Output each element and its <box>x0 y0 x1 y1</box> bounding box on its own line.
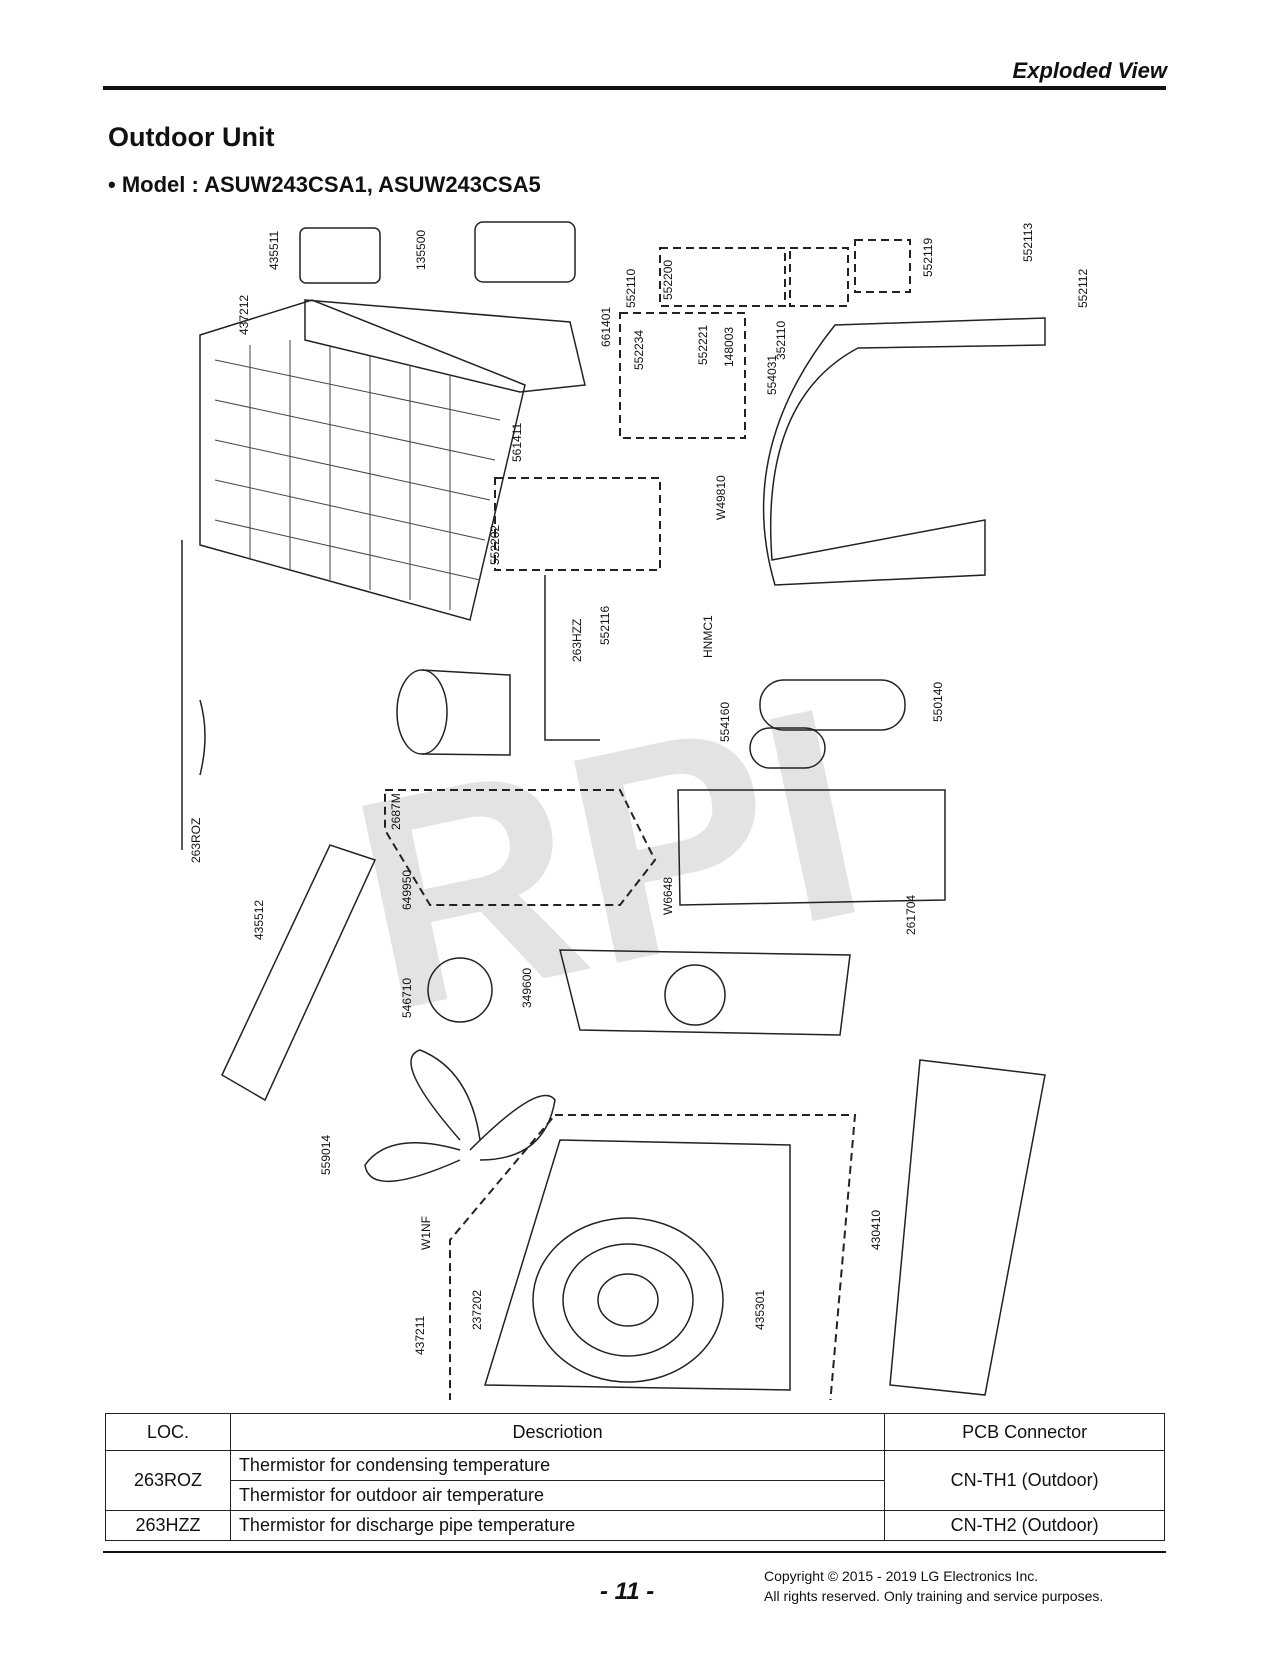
table-header-row: LOC. Descriotion PCB Connector <box>105 1413 1165 1451</box>
copyright: Copyright © 2015 - 2019 LG Electronics I… <box>764 1566 1103 1606</box>
svg-text:550140: 550140 <box>931 682 945 722</box>
propeller-fan <box>364 1049 556 1183</box>
motor-bracket <box>559 949 851 1036</box>
exploded-view-diagram: RPI <box>181 221 1090 1400</box>
row-connector: CN-TH1 (Outdoor) <box>884 1450 1165 1511</box>
svg-text:430410: 430410 <box>869 1210 883 1250</box>
thermistor-wire-263roz <box>199 699 206 776</box>
section-title: Outdoor Unit <box>108 122 275 152</box>
svg-text:552116: 552116 <box>598 606 612 645</box>
svg-text:237202: 237202 <box>470 1290 484 1330</box>
svg-text:349600: 349600 <box>520 968 534 1008</box>
small-cover <box>299 227 381 284</box>
svg-text:263HZZ: 263HZZ <box>570 619 584 662</box>
svg-text:554031: 554031 <box>765 355 779 395</box>
svg-text:HNMC1: HNMC1 <box>701 615 715 658</box>
row-connector: CN-TH2 (Outdoor) <box>884 1510 1165 1541</box>
sensor-group-box <box>619 312 746 439</box>
svg-text:554160: 554160 <box>718 702 732 742</box>
svg-text:437211: 437211 <box>413 1316 427 1355</box>
svg-text:661401: 661401 <box>599 307 613 347</box>
svg-text:435512: 435512 <box>252 900 266 940</box>
row-description: Thermistor for outdoor air temperature <box>229 1480 886 1511</box>
svg-text:435511: 435511 <box>267 231 281 270</box>
svg-text:552200: 552200 <box>661 260 675 300</box>
row-loc: 263ROZ <box>105 1450 231 1511</box>
copyright-line-1: Copyright © 2015 - 2019 LG Electronics I… <box>764 1568 1039 1584</box>
svg-text:263ROZ: 263ROZ <box>189 818 203 863</box>
svg-text:559014: 559014 <box>319 1135 333 1175</box>
svg-text:561411: 561411 <box>510 423 524 462</box>
header-title: Exploded View <box>1012 58 1167 83</box>
top-cover <box>304 299 586 393</box>
col-pcb-connector: PCB Connector <box>884 1413 1165 1451</box>
page-number: - 11 - <box>600 1578 655 1605</box>
base-cover-box <box>449 1114 857 1400</box>
chassis-panel <box>677 789 946 906</box>
pcb-group-box <box>384 789 657 906</box>
fan-guard <box>532 1217 724 1383</box>
svg-text:352110: 352110 <box>774 321 788 360</box>
row-loc: 263HZZ <box>105 1510 231 1541</box>
svg-text:W1NF: W1NF <box>419 1216 433 1250</box>
fitting-group-box <box>789 247 849 307</box>
condenser-coil <box>762 317 1046 586</box>
copyright-line-2: All rights reserved. Only training and s… <box>764 1588 1104 1604</box>
svg-text:437212: 437212 <box>237 295 251 335</box>
col-loc: LOC. <box>105 1413 231 1451</box>
svg-text:135500: 135500 <box>414 230 428 270</box>
model-line: • Model : ASUW243CSA1, ASUW243CSA5 <box>108 172 541 197</box>
col-description: Descriotion <box>229 1413 886 1451</box>
svg-text:435301: 435301 <box>753 1290 767 1330</box>
thermistor-table: LOC. Descriotion PCB Connector 263ROZ Th… <box>105 1413 1165 1541</box>
side-grille-panel <box>199 299 526 621</box>
svg-text:552202: 552202 <box>488 525 502 565</box>
svg-text:552119: 552119 <box>921 238 935 277</box>
leader-263hzz <box>544 575 600 741</box>
table-row: 263HZZ Thermistor for discharge pipe tem… <box>105 1510 1165 1541</box>
pipe-group-box <box>494 477 661 571</box>
part-labels: 435511 135500 437212 552113 552119 55211… <box>189 223 1090 1355</box>
valve-group-box <box>659 247 786 307</box>
svg-text:261704: 261704 <box>904 895 918 935</box>
svg-text:552234: 552234 <box>632 330 646 370</box>
accumulator <box>749 727 826 769</box>
grille-pattern <box>214 340 501 610</box>
header-rule <box>103 86 1166 90</box>
svg-text:649950: 649950 <box>400 870 414 910</box>
svg-text:552221: 552221 <box>696 325 710 365</box>
svg-text:552113: 552113 <box>1021 223 1035 262</box>
fan-motor <box>427 957 493 1023</box>
svg-text:2687M: 2687M <box>389 793 403 830</box>
control-cover <box>474 221 576 283</box>
footer-rule <box>103 1551 1166 1553</box>
row-description: Thermistor for condensing temperature <box>229 1450 886 1481</box>
front-cabinet <box>483 1139 791 1391</box>
table-row: Thermistor for outdoor air temperature <box>106 1480 1165 1511</box>
svg-text:552110: 552110 <box>624 269 638 308</box>
compressor <box>759 679 906 731</box>
table-row: 263ROZ Thermistor for condensing tempera… <box>105 1450 1165 1511</box>
front-panel <box>221 844 377 1102</box>
svg-text:148003: 148003 <box>722 327 736 367</box>
svg-text:552112: 552112 <box>1076 269 1090 308</box>
svg-text:W49810: W49810 <box>714 475 728 520</box>
base-panel <box>889 1059 1046 1396</box>
svg-text:W6648: W6648 <box>661 877 675 915</box>
row-description: Thermistor for discharge pipe temperatur… <box>229 1510 886 1541</box>
svg-text:546710: 546710 <box>400 978 414 1018</box>
reversing-valve-box <box>854 239 911 293</box>
